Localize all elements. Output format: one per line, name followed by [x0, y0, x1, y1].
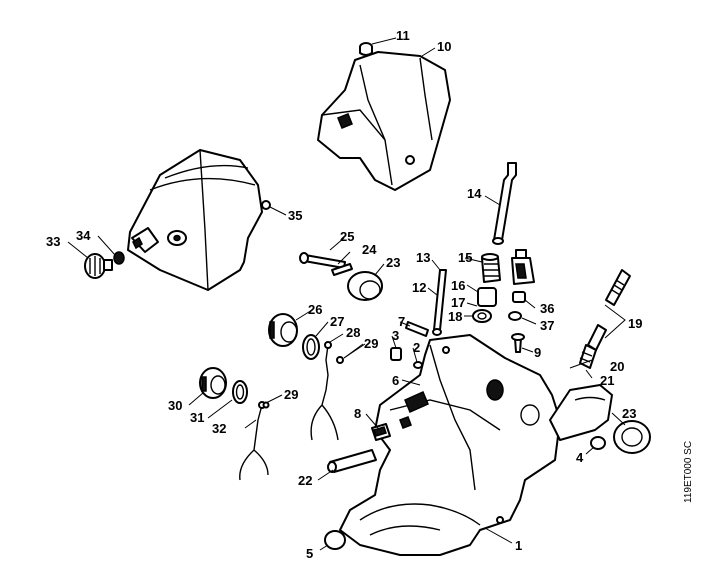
callout-label: 23	[622, 406, 636, 421]
callout-label: 28	[346, 325, 360, 340]
callout-labels: 11 10 35 33 34 14 15 16 17 18 36 37 13 1…	[46, 28, 642, 561]
nut-part	[261, 200, 271, 210]
washer-small-part	[413, 361, 423, 369]
tube-part	[492, 162, 517, 245]
callout-label: 8	[354, 406, 361, 421]
callout-label: 15	[458, 250, 472, 265]
callout-label: 7	[398, 314, 405, 329]
callout-label: 25	[340, 229, 354, 244]
sleeve-part	[477, 287, 497, 307]
filter-part	[511, 249, 535, 285]
callout-label: 34	[76, 228, 91, 243]
document-code: 119ET000 SC	[683, 440, 694, 503]
callout-label: 26	[308, 302, 322, 317]
screw-part-left	[262, 401, 270, 409]
callout-label: 29	[364, 336, 378, 351]
damper-part	[371, 423, 391, 441]
filter-cover-part	[127, 149, 263, 291]
gear-part	[268, 313, 298, 347]
callout-label: 30	[168, 398, 182, 413]
callout-label: 29	[284, 387, 298, 402]
chain-part-right	[310, 341, 339, 441]
callout-label: 32	[212, 421, 226, 436]
pin-small-part	[405, 321, 429, 337]
callout-label: 9	[534, 345, 541, 360]
callout-label: 22	[298, 473, 312, 488]
grommet-part-right	[613, 420, 651, 454]
callout-label: 11	[396, 28, 410, 43]
callout-label: 14	[467, 186, 482, 201]
tensioner-part	[587, 269, 631, 351]
chain-part-left	[239, 401, 269, 481]
callout-label: 37	[540, 318, 554, 333]
pickup-body-part	[481, 253, 501, 283]
pin-part	[299, 252, 346, 269]
callout-label: 35	[288, 208, 302, 223]
spring-part	[113, 251, 125, 265]
clip-part	[331, 263, 353, 276]
bushing-part	[512, 291, 526, 303]
callout-label: 19	[628, 316, 642, 331]
gear-part-lower	[199, 367, 227, 399]
callout-label: 4	[576, 450, 584, 465]
callout-label: 2	[413, 340, 420, 355]
callout-label: 6	[392, 373, 399, 388]
knob-part	[84, 253, 113, 279]
callout-label: 24	[362, 242, 377, 257]
grommet-part-top	[347, 271, 383, 301]
callout-label: 31	[190, 410, 204, 425]
callout-label: 18	[448, 309, 462, 324]
washer-part	[508, 311, 522, 321]
shroud-cover-part	[317, 51, 451, 191]
callout-label: 5	[306, 546, 313, 561]
callout-label: 17	[451, 295, 465, 310]
callout-label: 21	[600, 373, 614, 388]
callout-label: 33	[46, 234, 60, 249]
seal-part	[472, 309, 492, 323]
rod-part	[432, 269, 447, 336]
plug-part-right	[590, 436, 606, 450]
callout-label: 3	[392, 328, 399, 343]
tube-part-lower	[327, 449, 377, 473]
callout-label: 36	[540, 301, 554, 316]
plug-part	[359, 42, 373, 56]
callout-label: 12	[412, 280, 426, 295]
bushing-small-part	[390, 347, 402, 361]
callout-label: 20	[610, 359, 624, 374]
callout-label: 10	[437, 39, 451, 54]
screw-part-right	[336, 356, 344, 364]
cap-part	[324, 530, 346, 550]
screw-part	[511, 333, 525, 353]
callout-label: 1	[515, 538, 522, 553]
ring-part	[302, 334, 320, 360]
adjuster-part	[579, 344, 597, 369]
side-cover-part	[549, 384, 613, 441]
callout-label: 27	[330, 314, 344, 329]
callout-label: 23	[386, 255, 400, 270]
leader-lines	[67, 37, 626, 551]
bracket-lead	[604, 304, 626, 339]
ring-part-lower	[232, 380, 248, 404]
callout-label: 16	[451, 278, 465, 293]
main-housing-part	[339, 334, 561, 556]
callout-label: 13	[416, 250, 430, 265]
